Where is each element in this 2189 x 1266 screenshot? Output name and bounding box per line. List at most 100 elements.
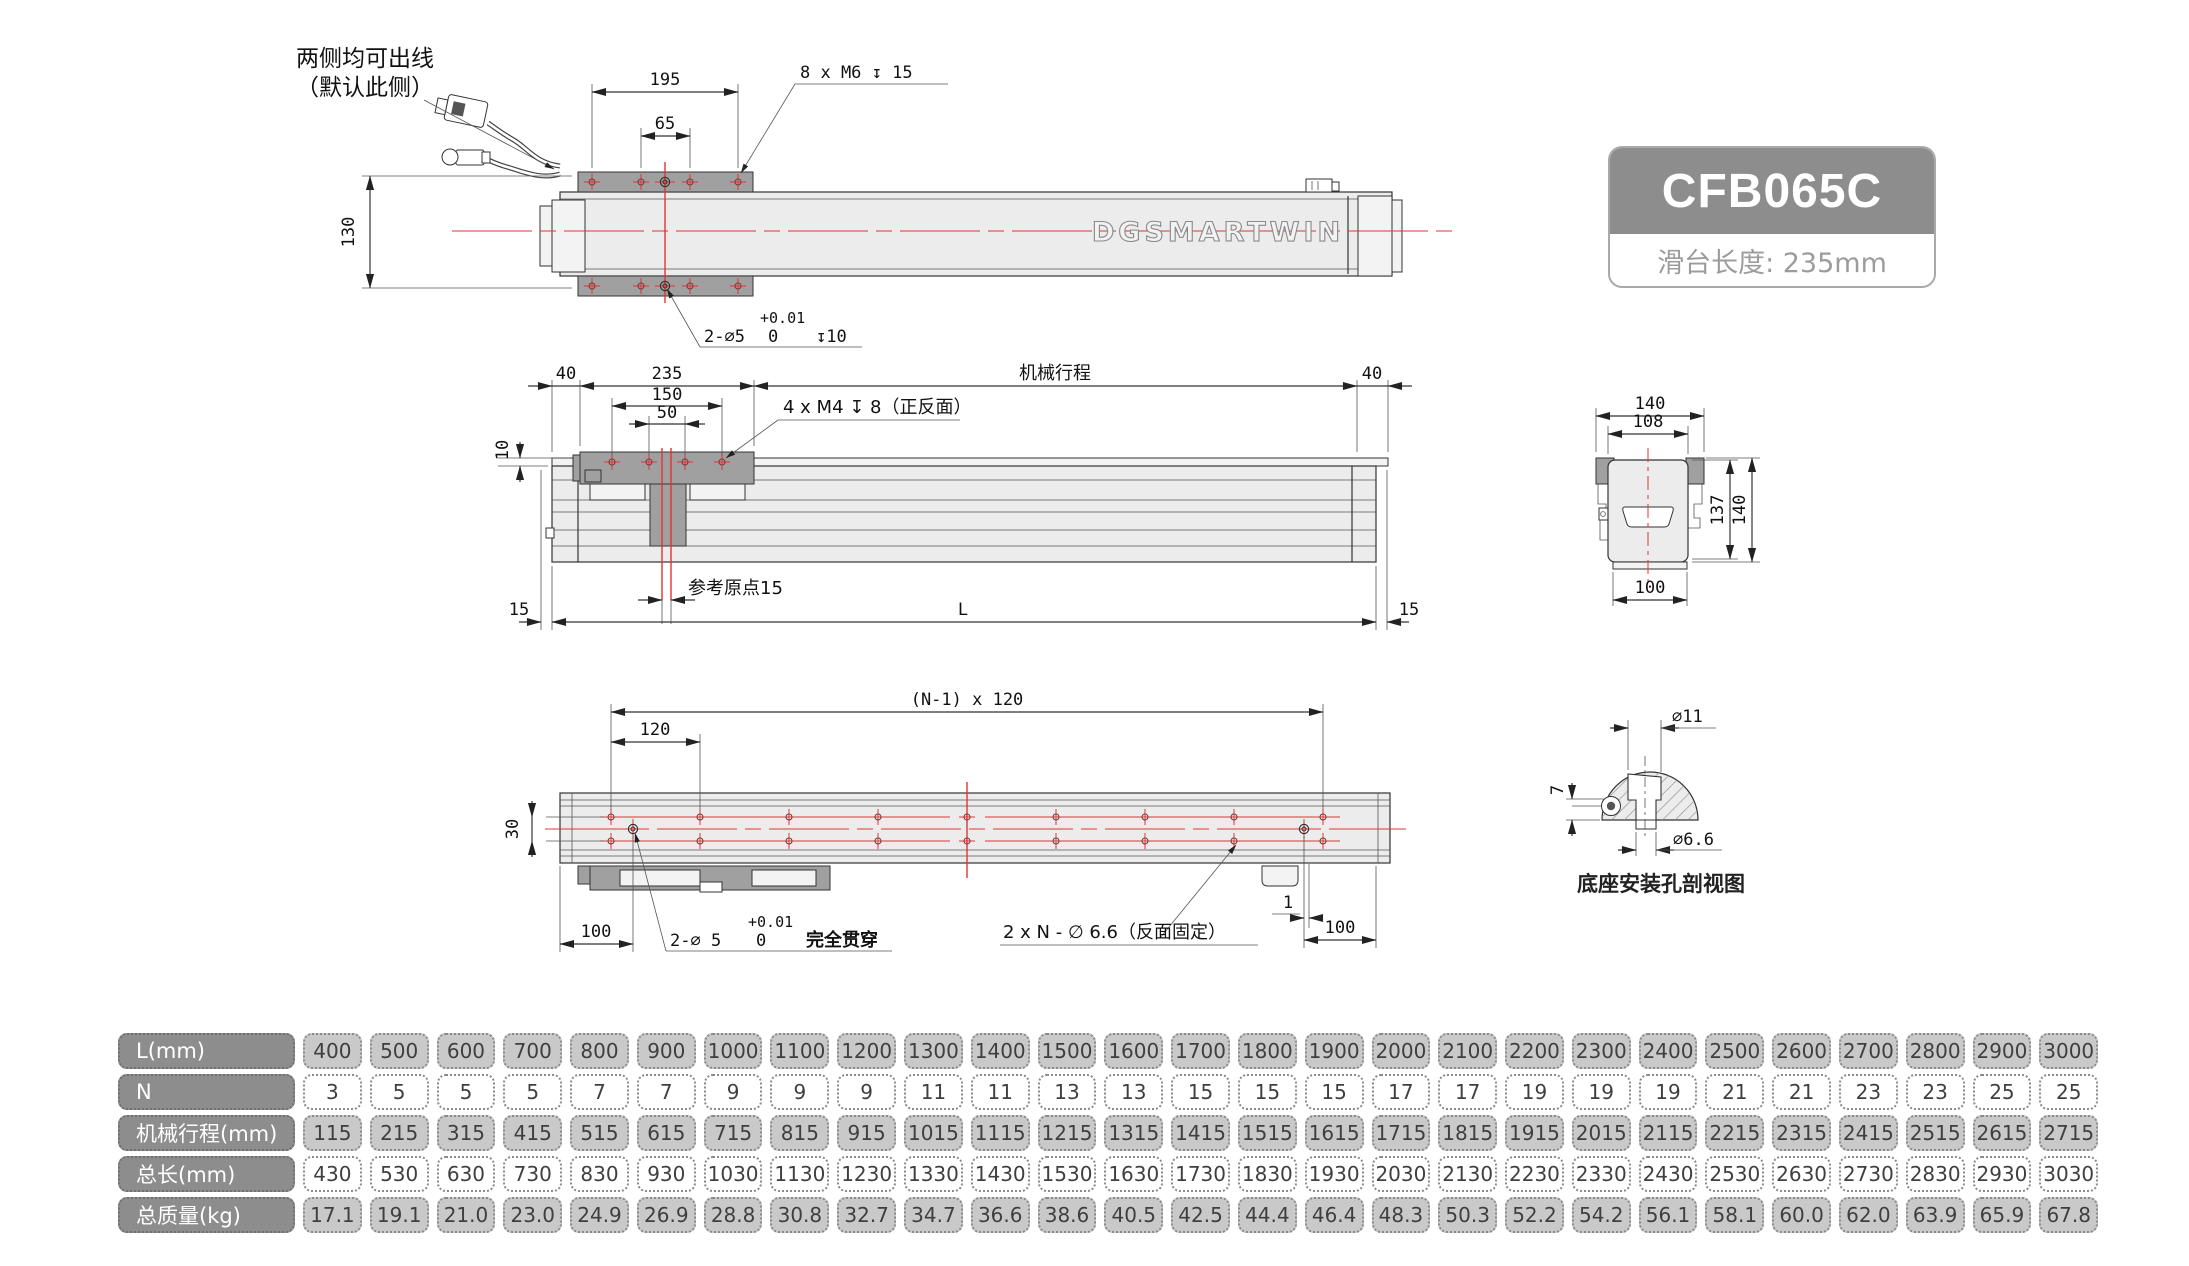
- title-block: CFB065C 滑台长度: 235mm: [1608, 146, 1936, 288]
- sensor-switch: [1305, 178, 1340, 193]
- dim-100-bottom: 100: [1612, 572, 1688, 606]
- dim-65: 65: [640, 114, 691, 168]
- svg-text:+0.01: +0.01: [760, 309, 805, 327]
- svg-text:∅6.6: ∅6.6: [1673, 830, 1714, 850]
- table-cell: 700: [503, 1033, 563, 1069]
- dsub-connector-icon: [434, 94, 489, 128]
- table-cell: 2830: [1905, 1156, 1965, 1192]
- table-cell: 2615: [1972, 1115, 2032, 1151]
- table-cell: 1100: [770, 1033, 830, 1069]
- dim-50: 50: [629, 403, 705, 455]
- table-cell: 2115: [1638, 1115, 1698, 1151]
- table-cell: 2700: [1838, 1033, 1898, 1069]
- table-cell: 15: [1237, 1074, 1297, 1110]
- label-m6-holes: 8 x M6 ↧ 15: [740, 63, 948, 174]
- bottom-view-drawing: (N-1) x 120 120 30 100 2-∅ 5: [503, 690, 1406, 952]
- table-cell: 9: [703, 1074, 763, 1110]
- table-cell: 32.7: [837, 1197, 897, 1233]
- table-cell: 900: [636, 1033, 696, 1069]
- table-cell: 1715: [1371, 1115, 1431, 1151]
- table-cell: 2215: [1705, 1115, 1765, 1151]
- cable-assembly: [434, 94, 561, 179]
- table-cell: 58.1: [1705, 1197, 1765, 1233]
- table-cell: 17: [1371, 1074, 1431, 1110]
- table-cell: 19: [1571, 1074, 1631, 1110]
- table-cell: 5: [369, 1074, 429, 1110]
- table-cell: 54.2: [1571, 1197, 1631, 1233]
- svg-text:100: 100: [1635, 578, 1666, 598]
- carriage-side-view: [579, 451, 755, 485]
- table-cell: 1730: [1171, 1156, 1230, 1192]
- end-view-drawing: 140 108 137 140 100: [1595, 394, 1760, 606]
- table-cell: 1930: [1304, 1156, 1364, 1192]
- dim-phi66: ∅6.6: [1618, 830, 1722, 856]
- table-cell: 23: [1838, 1074, 1898, 1110]
- svg-text:137: 137: [1708, 495, 1728, 526]
- table-cell: 2100: [1438, 1033, 1498, 1069]
- table-cell: 1530: [1037, 1156, 1097, 1192]
- table-cell: 21.0: [436, 1197, 496, 1233]
- table-cell: 3000: [2039, 1033, 2099, 1069]
- table-cell: 1700: [1171, 1033, 1230, 1069]
- clamp-right: [1685, 457, 1705, 485]
- row-header: 总质量(kg): [118, 1197, 295, 1233]
- table-cell: 1800: [1237, 1033, 1297, 1069]
- dim-1: 1: [1272, 836, 1324, 948]
- svg-text:1: 1: [1283, 893, 1293, 913]
- table-cell: 40.5: [1104, 1197, 1164, 1233]
- table-cell: 2230: [1505, 1156, 1564, 1192]
- table-cell: 38.6: [1037, 1197, 1097, 1233]
- table-cell: 60.0: [1772, 1197, 1831, 1233]
- label-stroke: 机械行程: [1019, 363, 1091, 384]
- table-cell: 2900: [1972, 1033, 2032, 1069]
- table-cell: 1215: [1037, 1115, 1097, 1151]
- table-cell: 2400: [1638, 1033, 1698, 1069]
- table-cell: 30.8: [770, 1197, 830, 1233]
- svg-text:195: 195: [650, 70, 681, 90]
- svg-text:50: 50: [657, 403, 677, 423]
- table-cell: 67.8: [2039, 1197, 2099, 1233]
- table-cell: 19: [1638, 1074, 1698, 1110]
- table-cell: 1330: [904, 1156, 963, 1192]
- table-cell: 415: [503, 1115, 563, 1151]
- svg-text:65: 65: [655, 114, 675, 134]
- svg-text:2-∅ 5: 2-∅ 5: [670, 931, 721, 951]
- table-cell: 21: [1705, 1074, 1765, 1110]
- table-cell: 9: [770, 1074, 830, 1110]
- table-cell: 2430: [1638, 1156, 1698, 1192]
- top-view-drawing: 两侧均可出线 （默认此侧） 195 65 8 x M6 ↧ 15 1: [296, 46, 1460, 348]
- table-cell: 2330: [1571, 1156, 1631, 1192]
- table-cell: 2800: [1905, 1033, 1965, 1069]
- dim-195: 195: [591, 70, 739, 168]
- table-cell: 2530: [1705, 1156, 1765, 1192]
- dim-137: 137: [1692, 459, 1738, 560]
- table-cell: 19: [1505, 1074, 1564, 1110]
- table-cell: 2015: [1571, 1115, 1631, 1151]
- table-cell: 1130: [770, 1156, 830, 1192]
- table-cell: 50.3: [1438, 1197, 1498, 1233]
- table-cell: 15: [1304, 1074, 1364, 1110]
- row-header: L(mm): [118, 1033, 295, 1069]
- table-cell: 1630: [1104, 1156, 1164, 1192]
- table-cell: 19.1: [369, 1197, 429, 1233]
- svg-text:130: 130: [339, 217, 359, 248]
- table-cell: 815: [770, 1115, 830, 1151]
- svg-text:+0.01: +0.01: [748, 913, 793, 931]
- table-cell: 9: [837, 1074, 897, 1110]
- table-cell: 2600: [1772, 1033, 1831, 1069]
- table-cell: 3: [303, 1074, 362, 1110]
- table-cell: 2030: [1371, 1156, 1431, 1192]
- table-cell: 15: [1171, 1074, 1230, 1110]
- table-cell: 2630: [1772, 1156, 1831, 1192]
- table-cell: 1300: [904, 1033, 963, 1069]
- table-cell: 1900: [1304, 1033, 1364, 1069]
- row-header: 总长(mm): [118, 1156, 295, 1192]
- detail-section-view: ∅11 7 ∅6.6 底座安装孔剖视图: [1548, 707, 1745, 896]
- table-cell: 1315: [1104, 1115, 1164, 1151]
- dim-100-right: 100: [1303, 866, 1377, 948]
- side-view-drawing: 40 235 机械行程 40 150 50 4 x M4 ↧ 8（正反面）: [493, 363, 1419, 630]
